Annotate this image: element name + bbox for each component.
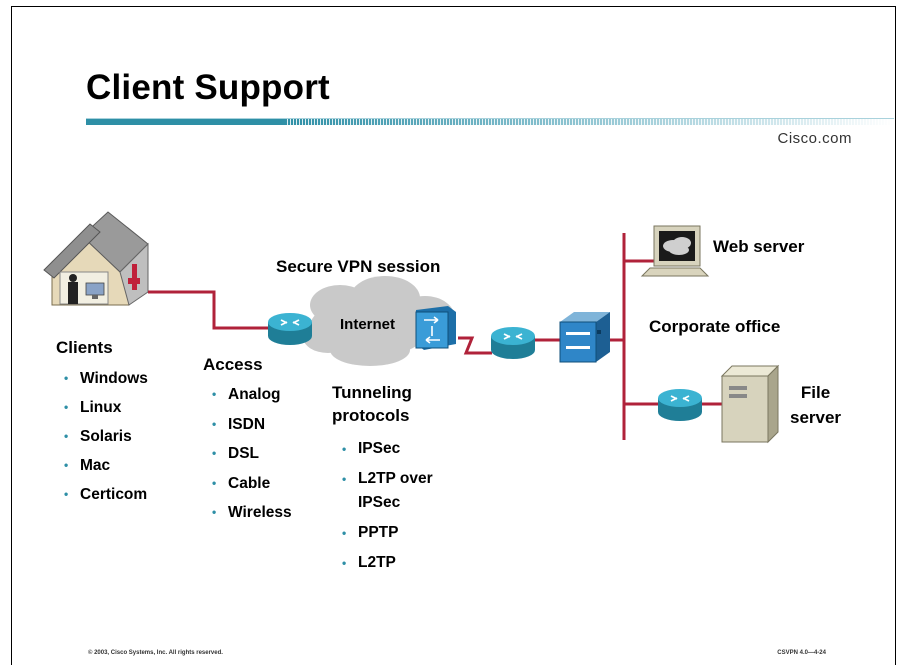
corporate-office-label: Corporate office bbox=[649, 317, 781, 336]
file-server-router-icon bbox=[658, 389, 702, 421]
firewall-icon bbox=[559, 312, 610, 363]
list-item-continuation: IPSec bbox=[358, 494, 401, 511]
list-item: Mac bbox=[60, 451, 148, 480]
access-heading: Access bbox=[203, 355, 263, 374]
file-server-icon bbox=[720, 364, 780, 444]
corporate-router-icon bbox=[491, 327, 535, 359]
title-underline-bar bbox=[86, 118, 894, 125]
protocols-list: IPSec L2TP over IPSec PPTP L2TP bbox=[338, 437, 433, 575]
course-code-footer: CSVPN 4.0—4-24 bbox=[777, 650, 826, 656]
list-item: Wireless bbox=[208, 498, 292, 528]
tunneling-heading-line1: Tunneling bbox=[332, 383, 412, 402]
list-item: ISDN bbox=[208, 410, 292, 440]
web-server-icon bbox=[640, 225, 710, 277]
network-links bbox=[148, 233, 722, 440]
list-item: Cable bbox=[208, 469, 292, 499]
list-item: DSL bbox=[208, 439, 292, 469]
list-item: L2TP over bbox=[338, 467, 433, 491]
list-item: IPSec bbox=[338, 437, 433, 461]
access-router-icon bbox=[268, 313, 312, 345]
list-item: Linux bbox=[60, 393, 148, 422]
file-server-label: File server bbox=[790, 383, 842, 427]
list-item: Analog bbox=[208, 380, 292, 410]
vpn-session-label: Secure VPN session bbox=[276, 257, 441, 276]
access-list: Analog ISDN DSL Cable Wireless bbox=[208, 380, 292, 528]
list-item: Windows bbox=[60, 364, 148, 393]
brand-label: Cisco.com bbox=[777, 130, 852, 147]
clients-list: Windows Linux Solaris Mac Certicom bbox=[60, 364, 148, 509]
list-item: PPTP bbox=[338, 521, 433, 545]
clients-heading: Clients bbox=[56, 338, 113, 357]
copyright-footer: © 2003, Cisco Systems, Inc. All rights r… bbox=[88, 650, 223, 656]
vpn-concentrator-icon bbox=[415, 306, 456, 350]
tunneling-heading-line2: protocols bbox=[332, 406, 410, 425]
list-item: Solaris bbox=[60, 422, 148, 451]
list-item: Certicom bbox=[60, 480, 148, 509]
slide-frame bbox=[11, 6, 896, 665]
internet-label: Internet bbox=[340, 316, 396, 333]
slide-title: Client Support bbox=[86, 68, 330, 107]
home-client-icon bbox=[43, 211, 149, 306]
list-item: L2TP bbox=[338, 551, 433, 575]
web-server-label: Web server bbox=[713, 237, 805, 256]
